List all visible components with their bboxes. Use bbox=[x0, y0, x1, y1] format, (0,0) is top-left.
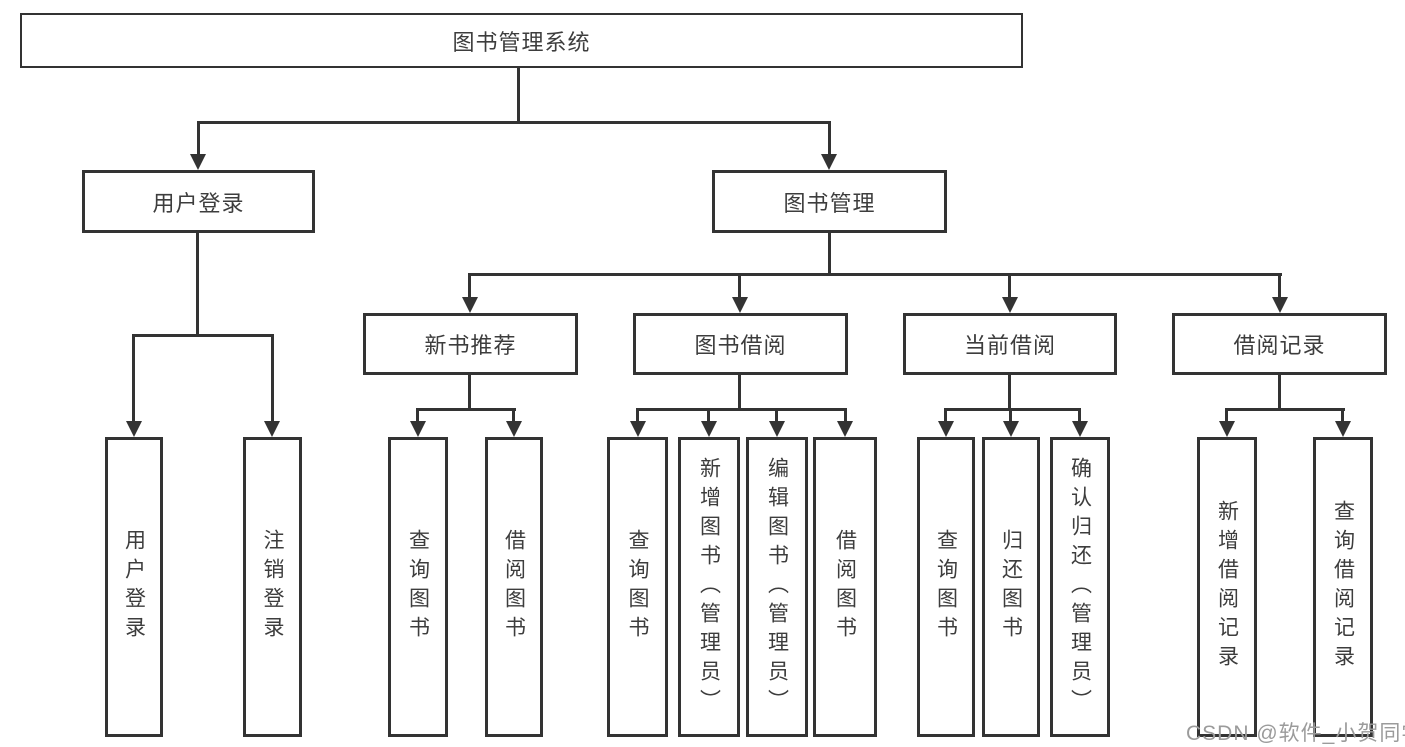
arrowhead-icon bbox=[821, 154, 837, 170]
arrowhead-icon bbox=[410, 421, 426, 437]
leaf-label: 用户登录 bbox=[122, 529, 146, 645]
leaf-add-borrow-record: 新增借阅记录 bbox=[1197, 437, 1257, 737]
connector-drop-leaf bbox=[1341, 408, 1344, 421]
connector-drop-new-books bbox=[468, 273, 471, 297]
arrowhead-icon bbox=[1335, 421, 1351, 437]
arrowhead-icon bbox=[769, 421, 785, 437]
leaf-label: 借阅图书 bbox=[833, 529, 857, 645]
connector-drop-leaf bbox=[1078, 408, 1081, 421]
connector-drop-user-login bbox=[197, 121, 200, 154]
arrowhead-icon bbox=[462, 297, 478, 313]
leaf-label: 新增借阅记录 bbox=[1215, 500, 1239, 674]
connector-drop-current-borrow bbox=[1008, 273, 1011, 297]
leaf-logout: 注销登录 bbox=[243, 437, 302, 737]
connector-drop-leaf bbox=[512, 408, 515, 421]
connector-level3-branch bbox=[468, 273, 1282, 276]
arrowhead-icon bbox=[506, 421, 522, 437]
leaf-query-books-borrowing: 查询图书 bbox=[607, 437, 668, 737]
connector-drop-borrow-records bbox=[1278, 273, 1281, 297]
node-borrowing-records: 借阅记录 bbox=[1172, 313, 1387, 375]
arrowhead-icon bbox=[264, 421, 280, 437]
leaf-edit-books-admin: 编辑图书（管理员） bbox=[746, 437, 808, 737]
leaf-query-books-recommend: 查询图书 bbox=[388, 437, 448, 737]
connector-drop-leaf bbox=[132, 334, 135, 421]
connector-user-login-stem bbox=[196, 233, 199, 337]
csdn-watermark: CSDN @软件_小贺同学 bbox=[1186, 722, 1405, 745]
connector-stem bbox=[738, 375, 741, 411]
node-label: 当前借阅 bbox=[963, 333, 1056, 358]
leaf-query-books-current: 查询图书 bbox=[917, 437, 975, 737]
connector-drop-leaf bbox=[775, 408, 778, 421]
node-label: 新书推荐 bbox=[424, 333, 517, 358]
arrowhead-icon bbox=[126, 421, 142, 437]
arrowhead-icon bbox=[630, 421, 646, 437]
leaf-label: 借阅图书 bbox=[502, 529, 526, 645]
connector-drop-leaf bbox=[271, 334, 274, 421]
connector-drop-leaf bbox=[844, 408, 847, 421]
node-book-management: 图书管理 bbox=[712, 170, 947, 233]
arrowhead-icon bbox=[1219, 421, 1235, 437]
connector-branch bbox=[1225, 408, 1345, 411]
arrowhead-icon bbox=[1003, 421, 1019, 437]
connector-stem bbox=[468, 375, 471, 411]
node-label: 用户登录 bbox=[152, 190, 245, 216]
connector-drop-book-management bbox=[828, 121, 831, 154]
arrowhead-icon bbox=[1072, 421, 1088, 437]
leaf-return-books: 归还图书 bbox=[982, 437, 1040, 737]
arrowhead-icon bbox=[1272, 297, 1288, 313]
leaf-label: 查询图书 bbox=[934, 529, 958, 645]
connector-user-login-branch bbox=[132, 334, 274, 337]
connector-drop-book-borrow bbox=[738, 273, 741, 297]
node-label: 图书借阅 bbox=[694, 333, 787, 358]
leaf-user-login: 用户登录 bbox=[105, 437, 163, 737]
leaf-add-books-admin: 新增图书（管理员） bbox=[678, 437, 740, 737]
node-current-borrowing: 当前借阅 bbox=[903, 313, 1117, 375]
leaf-borrow-books-recommend: 借阅图书 bbox=[485, 437, 543, 737]
leaf-label: 新增图书（管理员） bbox=[697, 456, 721, 718]
leaf-confirm-return-admin: 确认归还（管理员） bbox=[1050, 437, 1110, 737]
connector-drop-leaf bbox=[1009, 408, 1012, 421]
connector-drop-leaf bbox=[707, 408, 710, 421]
leaf-label: 编辑图书（管理员） bbox=[765, 456, 789, 718]
arrowhead-icon bbox=[701, 421, 717, 437]
connector-drop-leaf bbox=[416, 408, 419, 421]
connector-branch bbox=[944, 408, 1081, 411]
node-label: 图书管理 bbox=[783, 190, 876, 216]
node-label: 借阅记录 bbox=[1233, 333, 1326, 358]
leaf-label: 查询借阅记录 bbox=[1331, 500, 1355, 674]
connector-book-management-stem bbox=[828, 233, 831, 276]
connector-stem bbox=[1278, 375, 1281, 411]
node-label: 图书管理系统 bbox=[452, 29, 591, 55]
node-library-management-system: 图书管理系统 bbox=[20, 13, 1023, 68]
node-new-book-recommendation: 新书推荐 bbox=[363, 313, 578, 375]
leaf-label: 确认归还（管理员） bbox=[1068, 456, 1092, 718]
arrowhead-icon bbox=[732, 297, 748, 313]
connector-branch bbox=[636, 408, 847, 411]
node-book-borrowing: 图书借阅 bbox=[633, 313, 848, 375]
connector-drop-leaf bbox=[944, 408, 947, 421]
leaf-label: 查询图书 bbox=[626, 529, 649, 645]
arrowhead-icon bbox=[938, 421, 954, 437]
connector-stem bbox=[1008, 375, 1011, 411]
arrowhead-icon bbox=[1002, 297, 1018, 313]
leaf-borrow-books: 借阅图书 bbox=[813, 437, 877, 737]
connector-drop-leaf bbox=[1225, 408, 1228, 421]
leaf-query-borrow-record: 查询借阅记录 bbox=[1313, 437, 1373, 737]
leaf-label: 查询图书 bbox=[406, 529, 430, 645]
node-user-login: 用户登录 bbox=[82, 170, 315, 233]
leaf-label: 注销登录 bbox=[261, 529, 284, 645]
connector-level1-branch bbox=[197, 121, 831, 124]
connector-root-trunk bbox=[517, 68, 520, 124]
leaf-label: 归还图书 bbox=[999, 529, 1023, 645]
arrowhead-icon bbox=[837, 421, 853, 437]
connector-branch bbox=[417, 408, 516, 411]
arrowhead-icon bbox=[190, 154, 206, 170]
connector-drop-leaf bbox=[636, 408, 639, 421]
